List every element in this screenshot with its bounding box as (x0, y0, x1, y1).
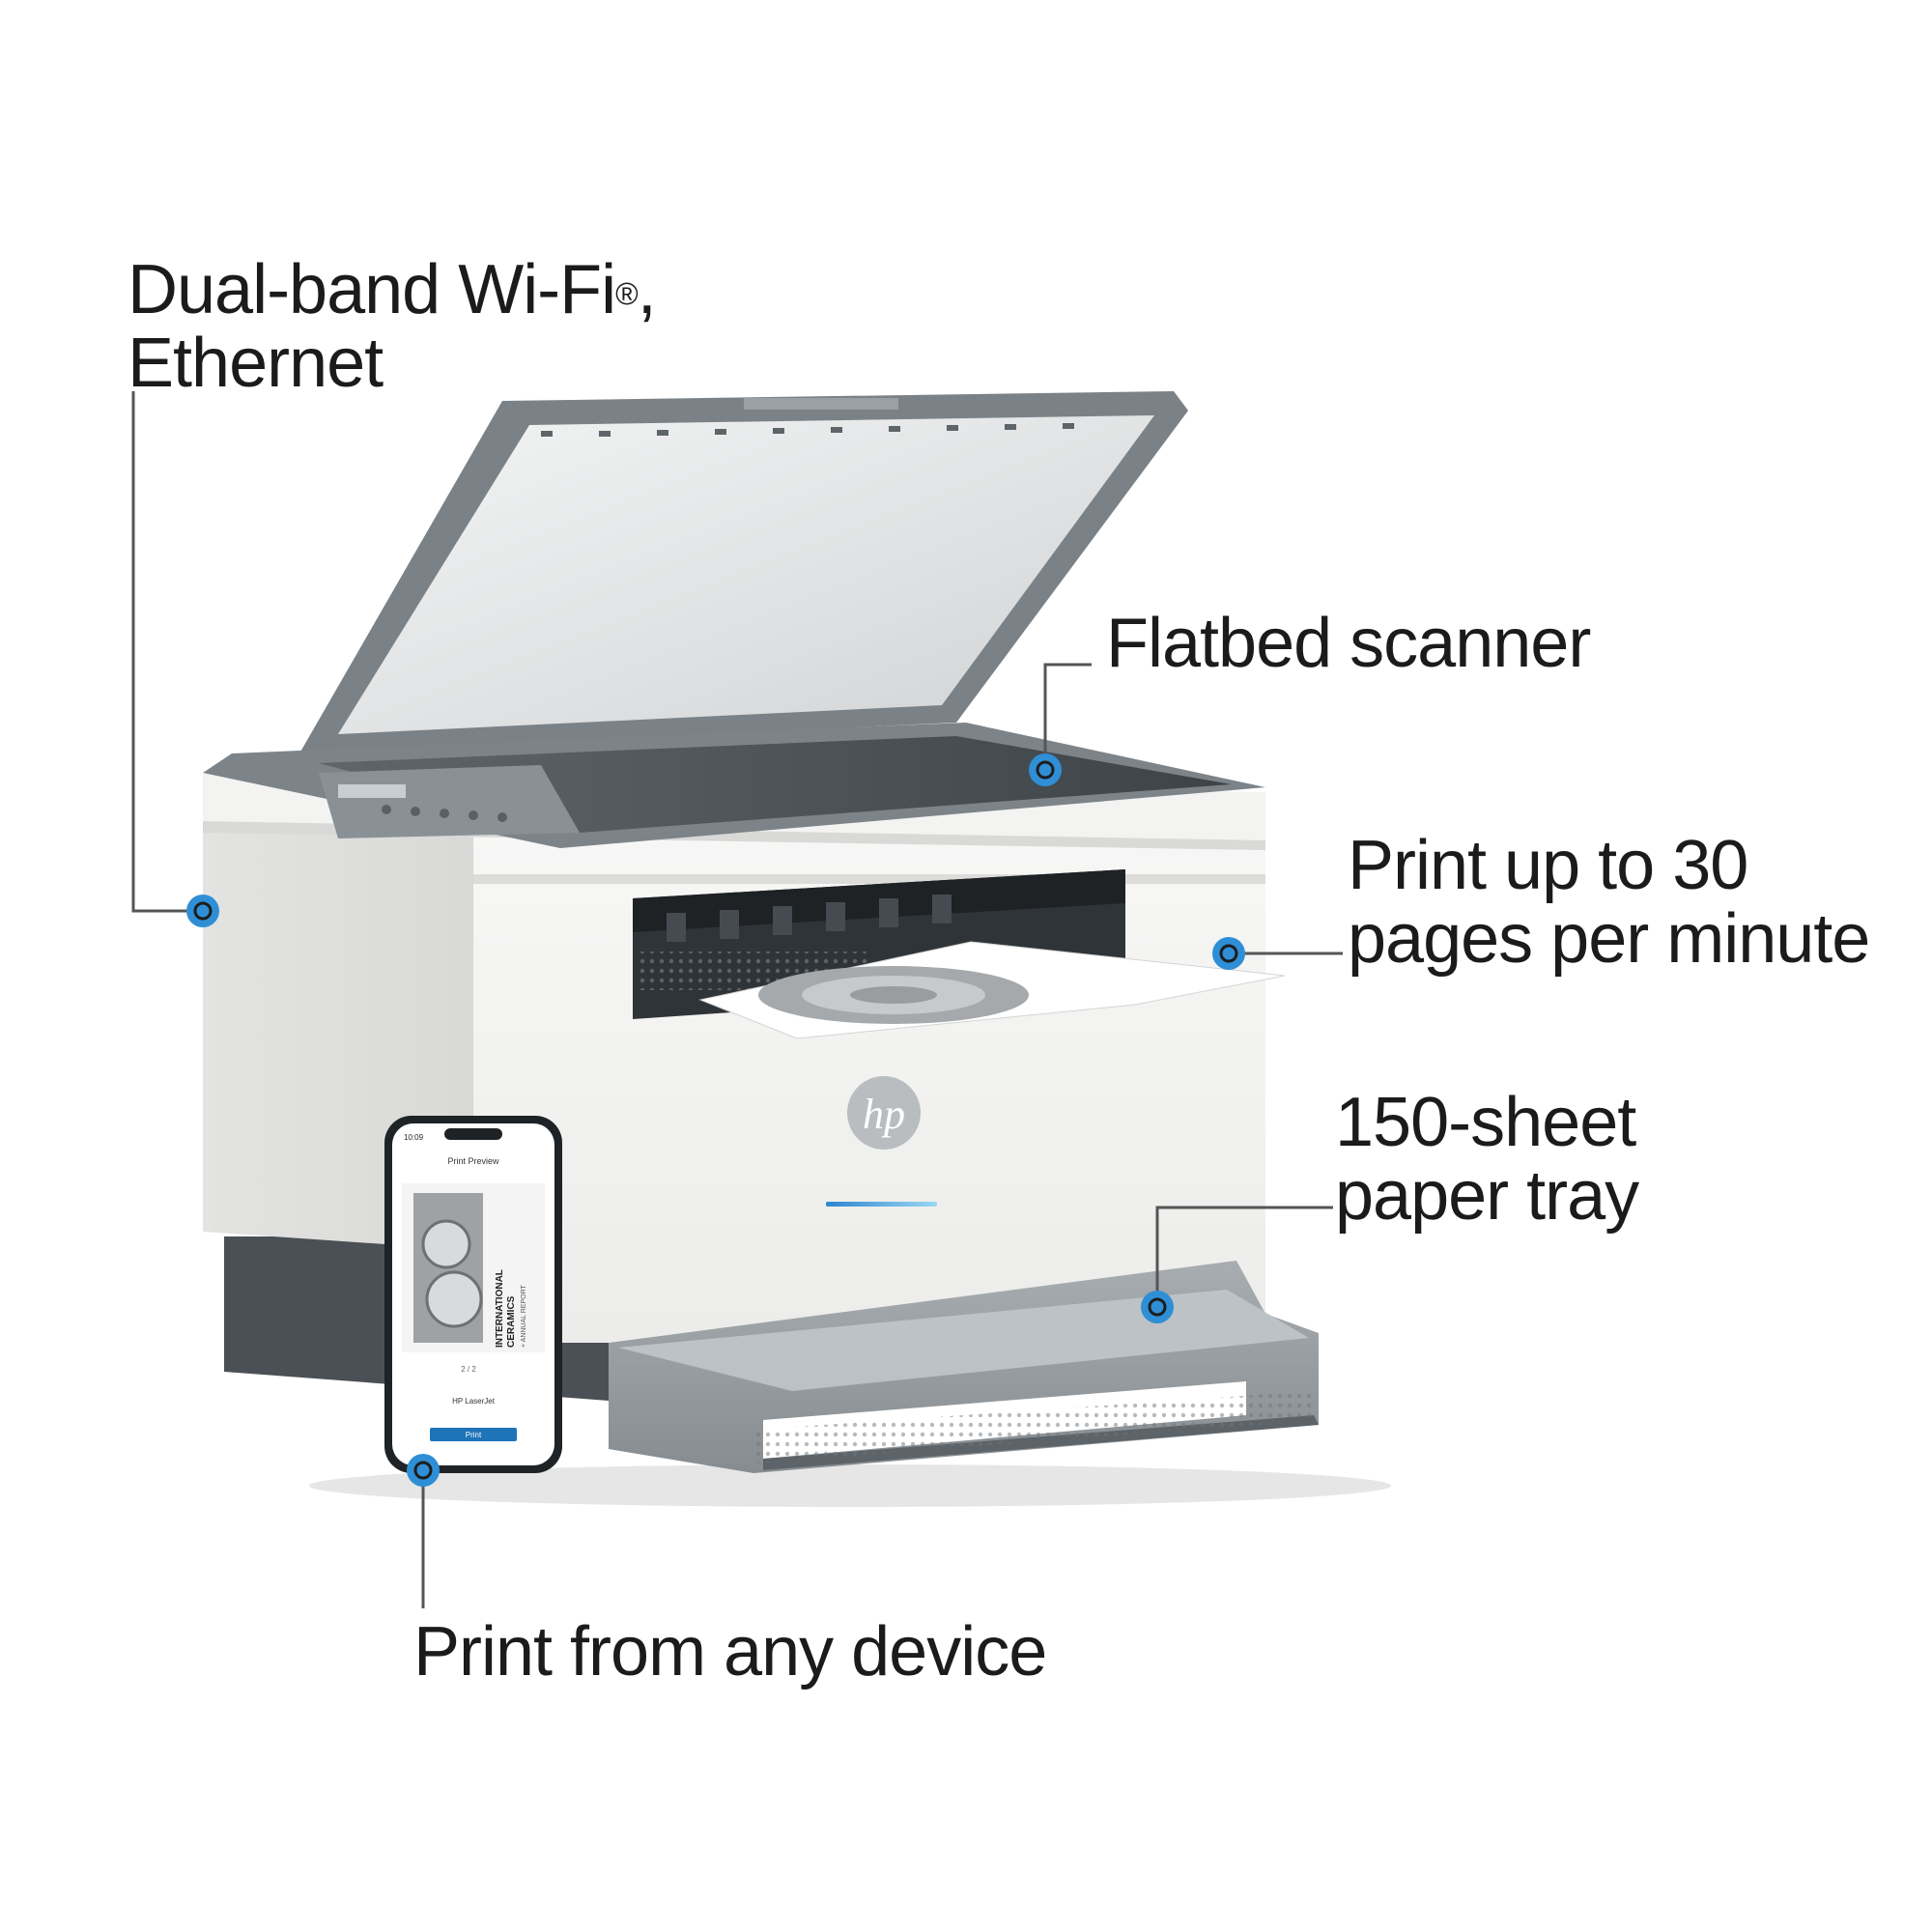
svg-text:10:09: 10:09 (404, 1133, 424, 1142)
wifi-ethernet-callout: Dual-band Wi-Fi®, Ethernet (128, 251, 657, 402)
tray-leader-line (1155, 1206, 1333, 1307)
hp-logo: hp (847, 1076, 921, 1150)
paper-tray-callout: 150-sheet paper tray (1335, 1084, 1639, 1235)
status-light-strip (826, 1202, 937, 1207)
print-speed-callout: Print up to 30 pages per minute (1348, 827, 1870, 978)
leader-lines (131, 391, 1343, 1608)
print-any-device-callout: Print from any device (413, 1613, 1047, 1690)
callout-markers (186, 753, 1245, 1487)
flatbed-leader-line (1043, 663, 1092, 770)
svg-text:hp: hp (863, 1091, 905, 1138)
wifi-marker (186, 895, 219, 927)
phone-doc-title: INTERNATIONAL CERAMICS + ANNUAL REPORT (495, 1269, 527, 1348)
svg-text:2 / 2: 2 / 2 (461, 1365, 476, 1374)
svg-text:HP LaserJet: HP LaserJet (452, 1397, 496, 1406)
wifi-leader-line (131, 391, 203, 913)
svg-text:CERAMICS: CERAMICS (506, 1295, 517, 1348)
tray-marker (1141, 1291, 1174, 1323)
scanner-lid (299, 391, 1188, 753)
svg-text:INTERNATIONAL: INTERNATIONAL (495, 1269, 505, 1348)
phone-print-button[interactable] (430, 1428, 517, 1441)
smartphone: 10:09 Print Preview 2 / 2 HP LaserJet Pr… (384, 1116, 562, 1473)
svg-text:+ ANNUAL REPORT: + ANNUAL REPORT (521, 1285, 527, 1348)
svg-text:Print: Print (466, 1431, 482, 1439)
flatbed-marker (1029, 753, 1062, 786)
flatbed-scanner-callout: Flatbed scanner (1106, 605, 1591, 682)
svg-text:Print Preview: Print Preview (447, 1156, 499, 1166)
ejected-paper (698, 941, 1286, 1039)
scanner-bed (203, 723, 1265, 848)
paper-tray (609, 1261, 1319, 1473)
device-marker (407, 1454, 440, 1487)
ppm-marker (1212, 937, 1245, 970)
